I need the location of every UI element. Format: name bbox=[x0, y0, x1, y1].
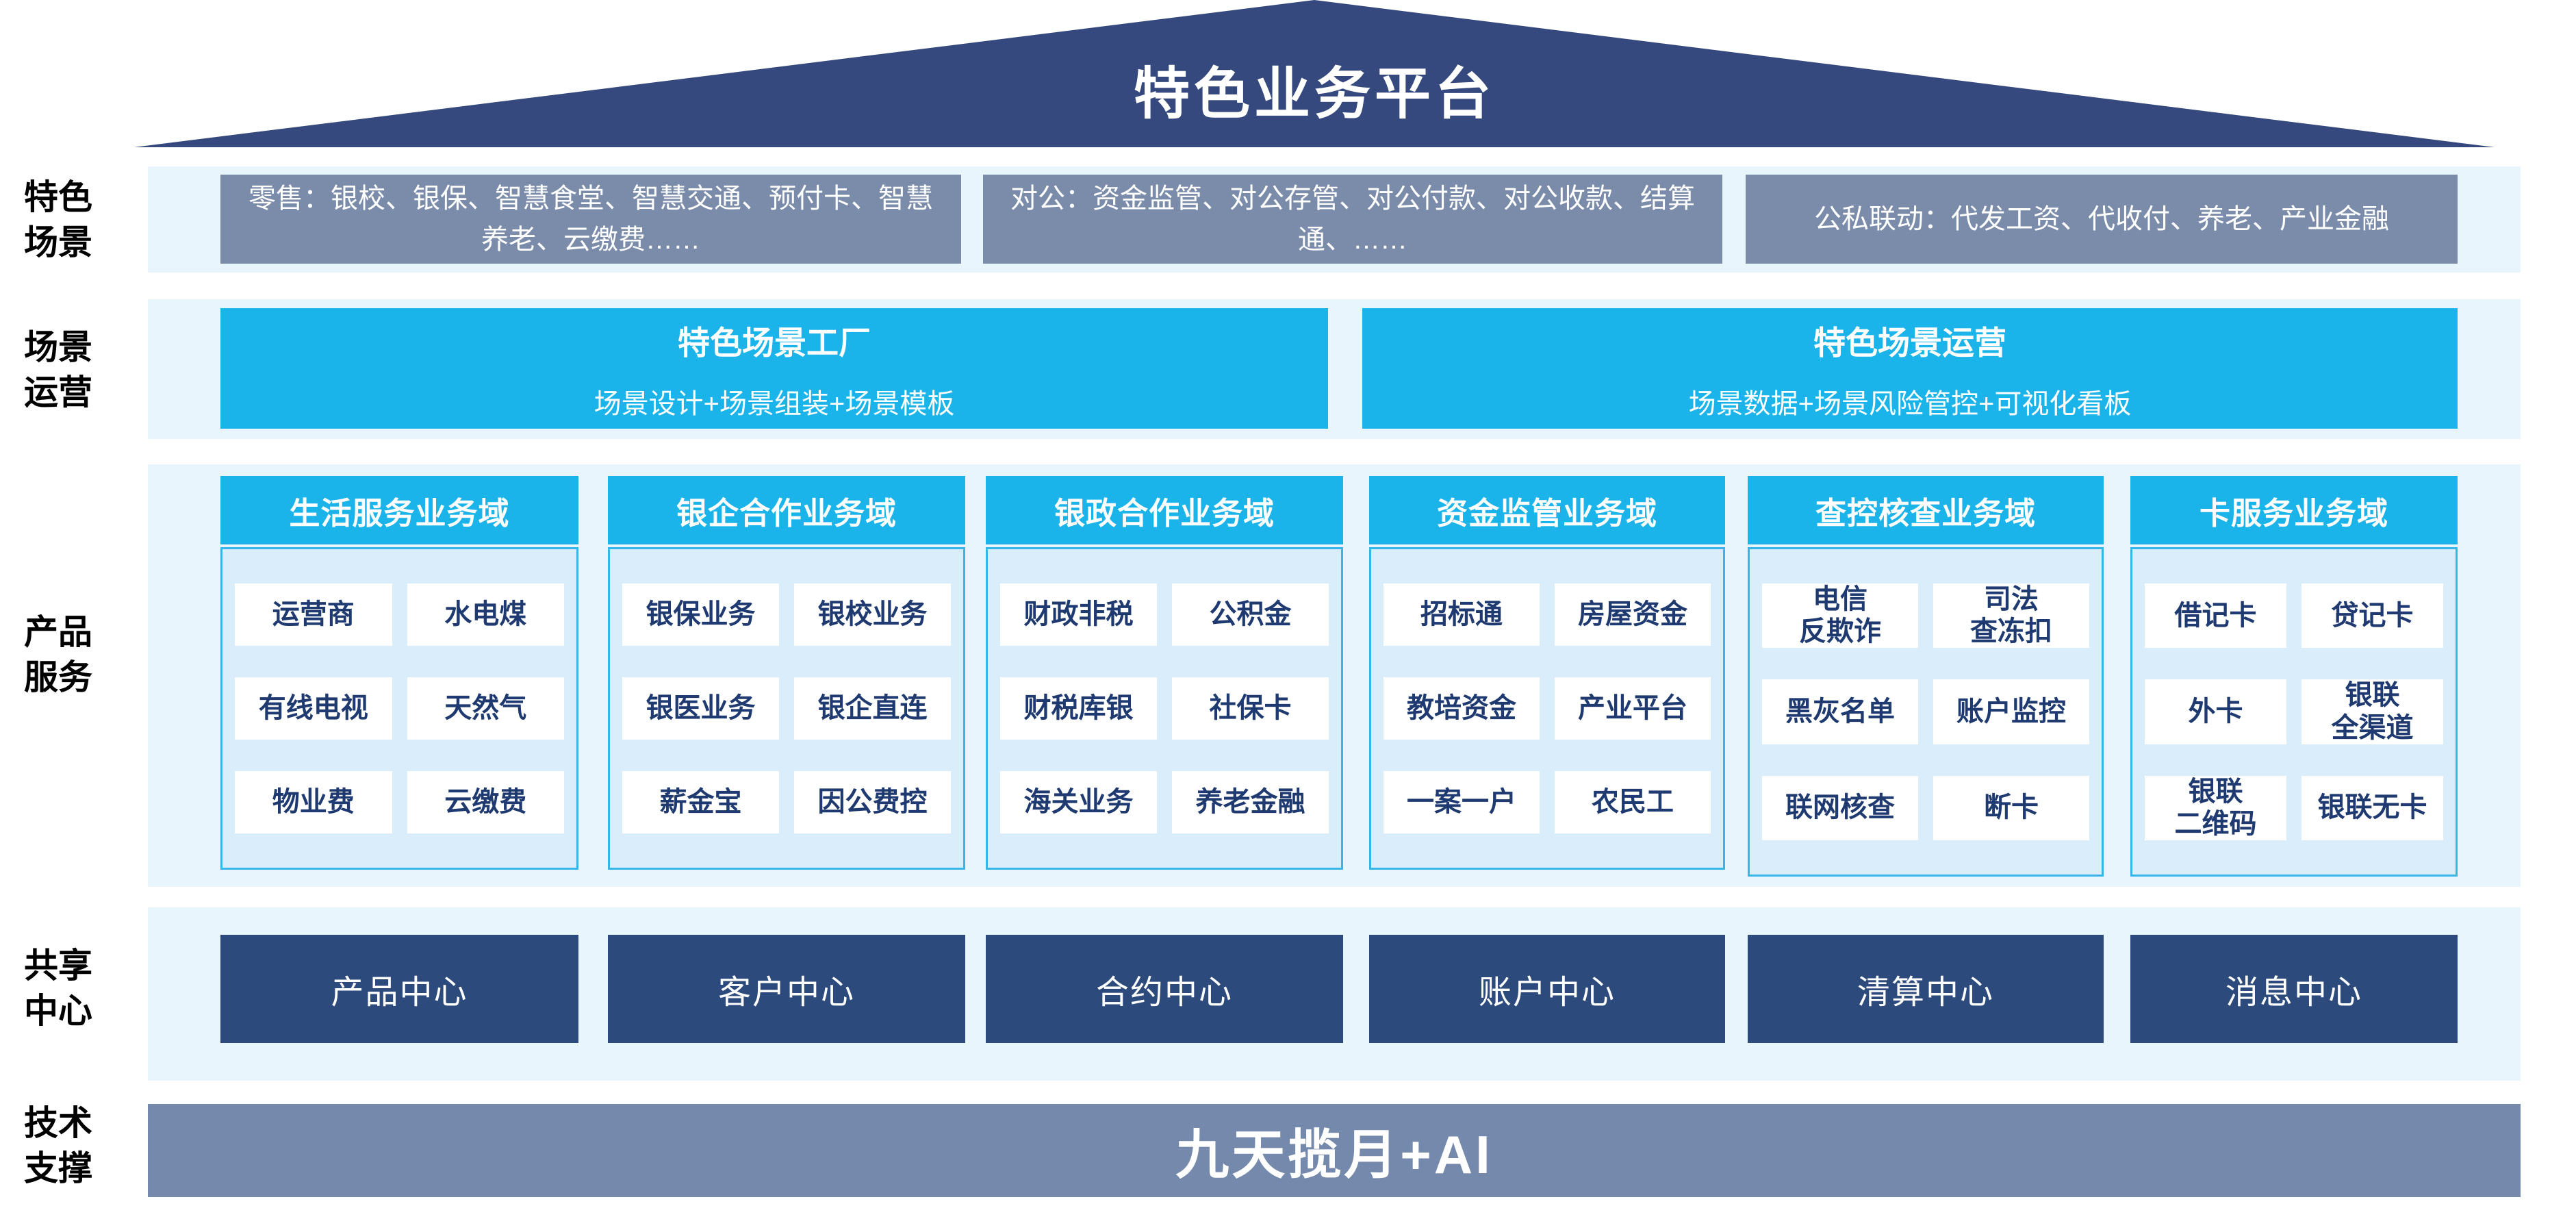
product-cell: 有线电视 bbox=[235, 677, 392, 740]
product-column-bank-government: 银政合作业务域 财政非税 公积金 财税库银 社保卡 海关业务 养老金融 bbox=[986, 476, 1343, 870]
product-cell: 教培资金 bbox=[1383, 677, 1540, 740]
page-title: 特色业务平台 bbox=[1133, 63, 1495, 125]
product-column-body: 电信 反欺诈 司法 查冻扣 黑灰名单 账户监控 联网核查 断卡 bbox=[1748, 547, 2104, 877]
product-cell: 一案一户 bbox=[1383, 771, 1540, 833]
product-column-header: 查控核查业务域 bbox=[1748, 476, 2104, 544]
product-column-header: 卡服务业务域 bbox=[2130, 476, 2458, 544]
product-cell: 贷记卡 bbox=[2301, 583, 2443, 649]
product-column-header: 资金监管业务域 bbox=[1369, 476, 1725, 544]
product-cell: 招标通 bbox=[1383, 583, 1540, 646]
tech-support-bar: 九天揽月+AI bbox=[148, 1104, 2521, 1197]
center-box-customer: 客户中心 bbox=[608, 935, 965, 1043]
product-cell: 房屋资金 bbox=[1555, 583, 1711, 646]
product-cell: 联网核查 bbox=[1762, 775, 1918, 841]
side-label-scenes: 特色 场景 bbox=[24, 178, 92, 262]
op-box-subtitle: 场景数据+场景风险管控+可视化看板 bbox=[1688, 388, 2132, 419]
product-column-body: 银保业务 银校业务 银医业务 银企直连 薪金宝 因公费控 bbox=[608, 547, 965, 870]
product-cell: 养老金融 bbox=[1172, 771, 1329, 833]
product-column-header: 银企合作业务域 bbox=[608, 476, 965, 544]
scene-box-retail: 零售：银校、银保、智慧食堂、智慧交通、预付卡、智慧养老、云缴费…… bbox=[220, 175, 961, 264]
product-cell: 天然气 bbox=[407, 677, 564, 740]
product-cell: 社保卡 bbox=[1172, 677, 1329, 740]
product-column-body: 招标通 房屋资金 教培资金 产业平台 一案一户 农民工 bbox=[1369, 547, 1725, 870]
product-column-life-services: 生活服务业务域 运营商 水电煤 有线电视 天然气 物业费 云缴费 bbox=[220, 476, 578, 870]
product-cell: 黑灰名单 bbox=[1762, 679, 1918, 744]
product-cell: 农民工 bbox=[1555, 771, 1711, 833]
product-cell: 因公费控 bbox=[794, 771, 951, 833]
side-label-centers: 共享 中心 bbox=[24, 946, 92, 1030]
product-cell: 外卡 bbox=[2145, 679, 2286, 744]
product-cell: 财税库银 bbox=[1000, 677, 1157, 740]
product-cell: 运营商 bbox=[235, 583, 392, 646]
op-box-title: 特色场景工厂 bbox=[678, 324, 871, 361]
center-box-message: 消息中心 bbox=[2130, 935, 2458, 1043]
side-label-products: 产品 服务 bbox=[24, 613, 92, 696]
product-cell: 海关业务 bbox=[1000, 771, 1157, 833]
product-cell: 薪金宝 bbox=[622, 771, 779, 833]
product-column-body: 财政非税 公积金 财税库银 社保卡 海关业务 养老金融 bbox=[986, 547, 1343, 870]
product-cell: 断卡 bbox=[1933, 775, 2089, 841]
op-box-scene-factory: 特色场景工厂 场景设计+场景组装+场景模板 bbox=[220, 308, 1328, 429]
side-label-tech: 技术 支撑 bbox=[24, 1104, 92, 1187]
op-box-subtitle: 场景设计+场景组装+场景模板 bbox=[594, 388, 955, 419]
product-column-fund-supervision: 资金监管业务域 招标通 房屋资金 教培资金 产业平台 一案一户 农民工 bbox=[1369, 476, 1725, 870]
product-cell: 银校业务 bbox=[794, 583, 951, 646]
product-column-inquiry-control: 查控核查业务域 电信 反欺诈 司法 查冻扣 黑灰名单 账户监控 联网核查 断卡 bbox=[1748, 476, 2104, 877]
product-cell: 银医业务 bbox=[622, 677, 779, 740]
product-cell: 银保业务 bbox=[622, 583, 779, 646]
side-label-operation: 场景 运营 bbox=[24, 328, 92, 412]
product-cell: 银企直连 bbox=[794, 677, 951, 740]
product-cell: 云缴费 bbox=[407, 771, 564, 833]
product-cell: 银联无卡 bbox=[2301, 775, 2443, 841]
product-cell: 水电煤 bbox=[407, 583, 564, 646]
product-column-card-services: 卡服务业务域 借记卡 贷记卡 外卡 银联 全渠道 银联 二维码 银联无卡 bbox=[2130, 476, 2458, 877]
product-cell: 电信 反欺诈 bbox=[1762, 583, 1918, 649]
product-column-body: 借记卡 贷记卡 外卡 银联 全渠道 银联 二维码 银联无卡 bbox=[2130, 547, 2458, 877]
center-box-account: 账户中心 bbox=[1369, 935, 1725, 1043]
product-column-bank-enterprise: 银企合作业务域 银保业务 银校业务 银医业务 银企直连 薪金宝 因公费控 bbox=[608, 476, 965, 870]
roof-banner: 特色业务平台 bbox=[134, 0, 2495, 147]
product-column-body: 运营商 水电煤 有线电视 天然气 物业费 云缴费 bbox=[220, 547, 578, 870]
center-box-clearing: 清算中心 bbox=[1748, 935, 2104, 1043]
op-box-title: 特色场景运营 bbox=[1813, 324, 2006, 361]
product-column-header: 银政合作业务域 bbox=[986, 476, 1343, 544]
op-box-scene-operation: 特色场景运营 场景数据+场景风险管控+可视化看板 bbox=[1362, 308, 2458, 429]
product-cell: 账户监控 bbox=[1933, 679, 2089, 744]
product-cell: 银联 二维码 bbox=[2145, 775, 2286, 841]
product-cell: 公积金 bbox=[1172, 583, 1329, 646]
center-box-contract: 合约中心 bbox=[986, 935, 1343, 1043]
product-cell: 借记卡 bbox=[2145, 583, 2286, 649]
product-cell: 财政非税 bbox=[1000, 583, 1157, 646]
product-cell: 物业费 bbox=[235, 771, 392, 833]
product-cell: 司法 查冻扣 bbox=[1933, 583, 2089, 649]
product-cell: 产业平台 bbox=[1555, 677, 1711, 740]
center-box-product: 产品中心 bbox=[220, 935, 578, 1043]
product-column-header: 生活服务业务域 bbox=[220, 476, 578, 544]
scene-box-public-private: 公私联动：代发工资、代收付、养老、产业金融 bbox=[1746, 175, 2458, 264]
product-cell: 银联 全渠道 bbox=[2301, 679, 2443, 744]
scene-box-corporate: 对公：资金监管、对公存管、对公付款、对公收款、结算通、…… bbox=[983, 175, 1722, 264]
